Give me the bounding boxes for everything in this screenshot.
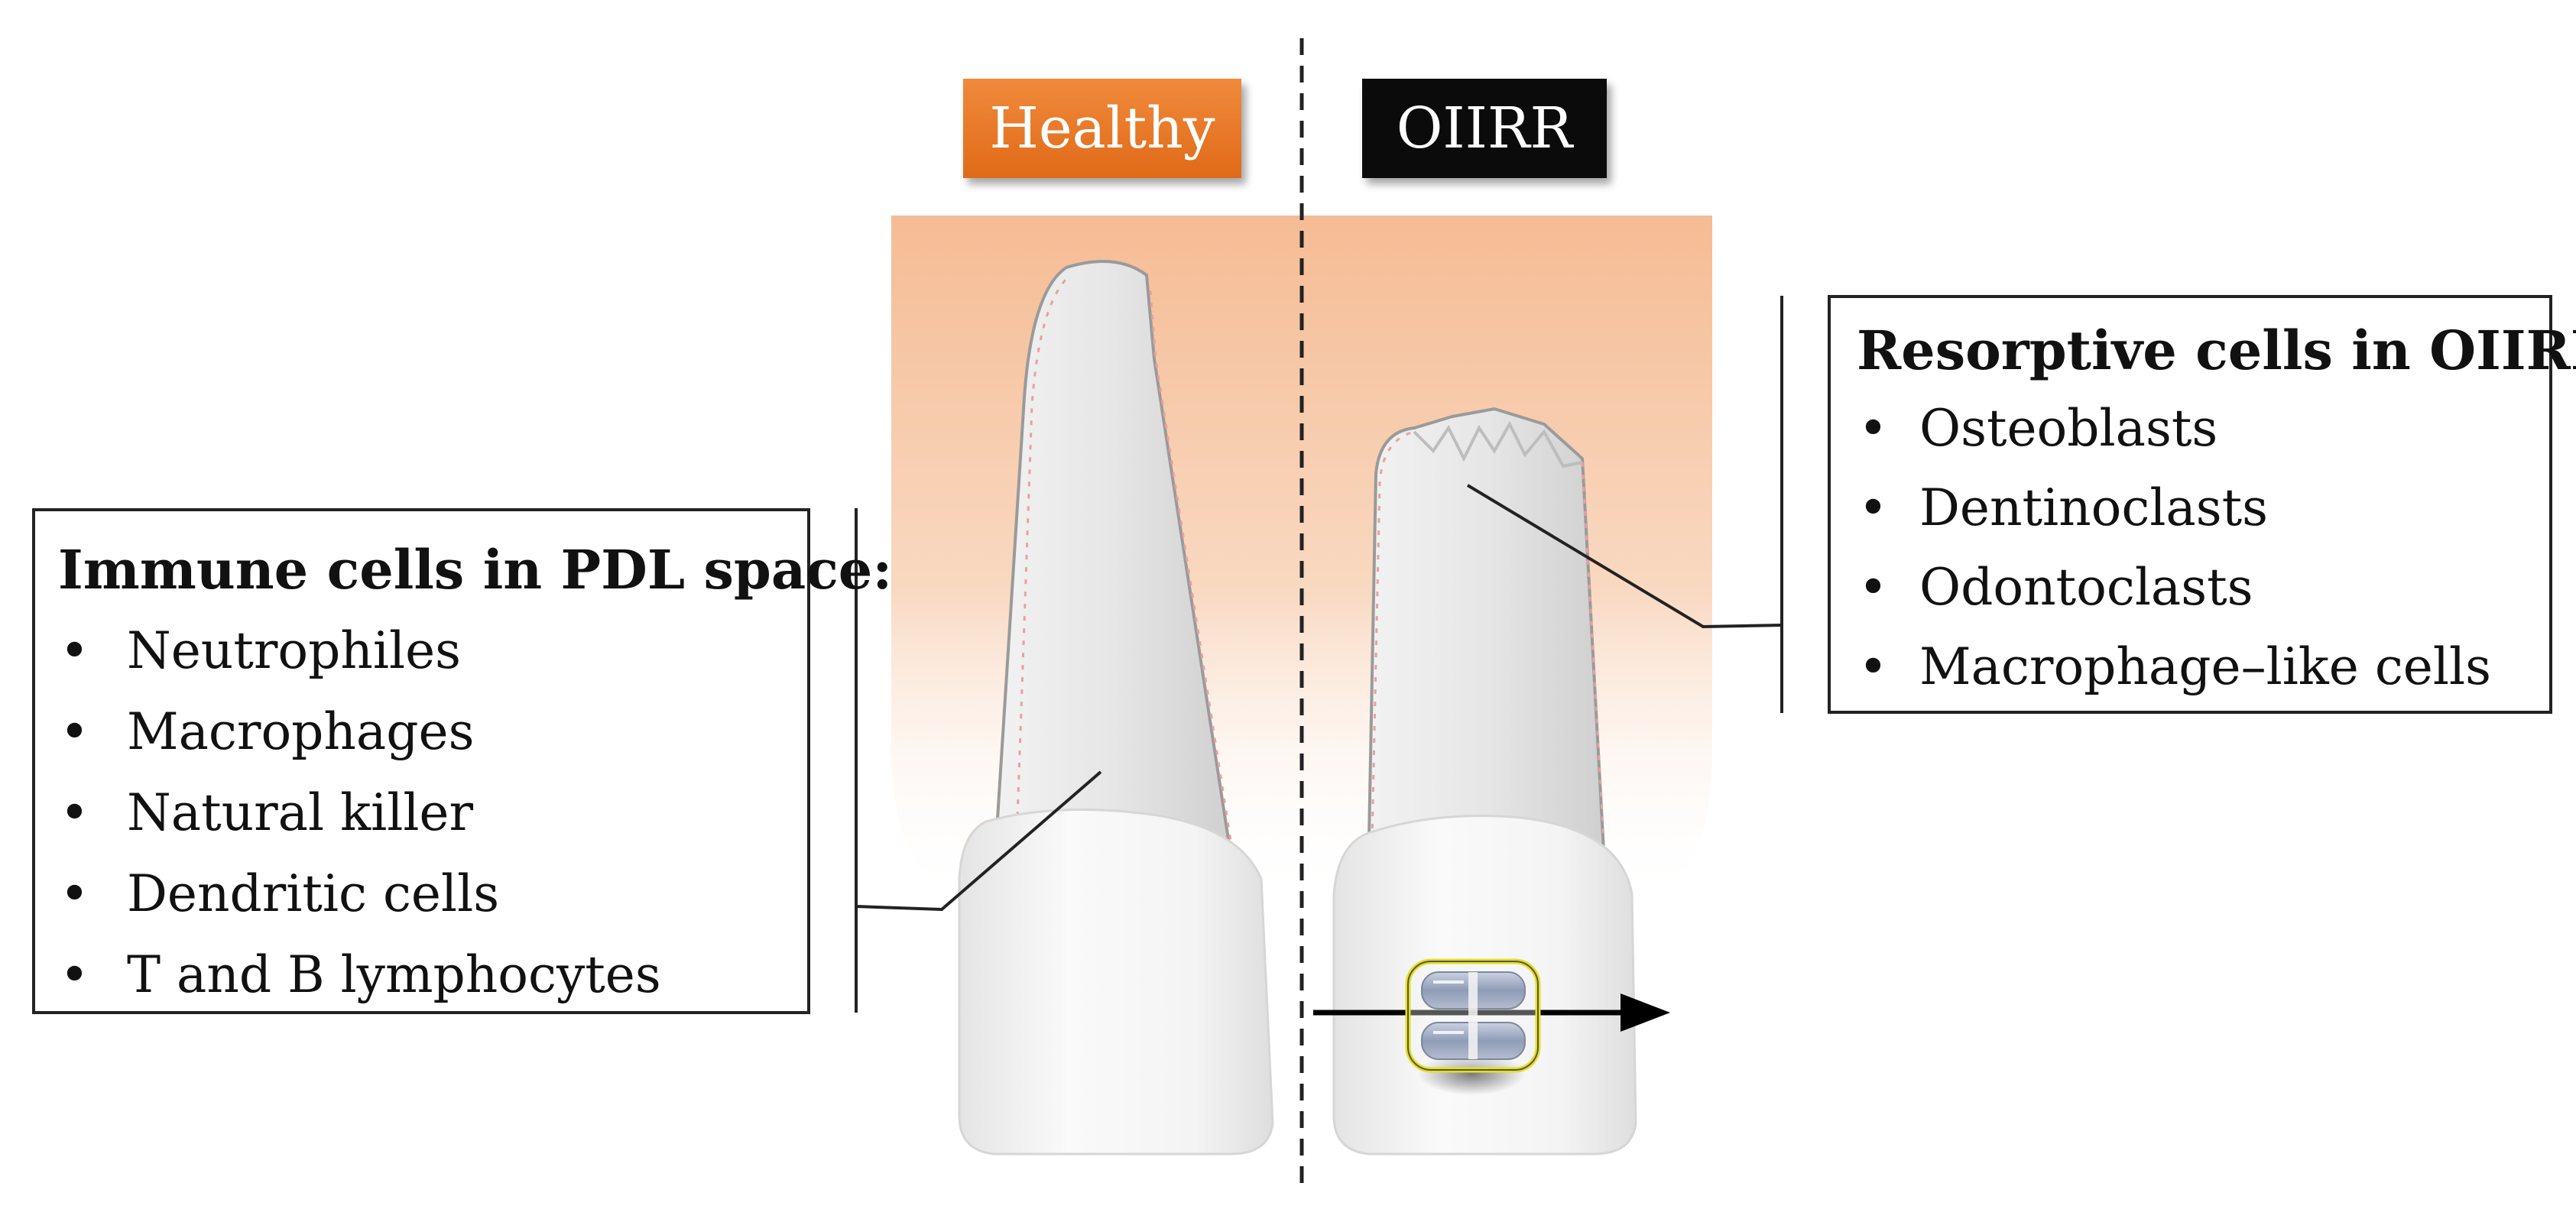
resorptive-cells-title: Resorptive cells in OIIRR: <box>1857 324 2576 378</box>
oiirr-tooth-root <box>1368 409 1605 879</box>
resorptive-cells-list: • Osteoblasts • Dentinoclasts • Odontocl… <box>1858 404 2546 721</box>
orthodontic-bracket-icon <box>1408 961 1538 1070</box>
resorptive-cells-box: Resorptive cells in OIIRR: • Osteoblasts… <box>1828 295 2552 714</box>
bullet-icon: • <box>60 788 89 838</box>
list-item: • Natural killer <box>60 788 793 869</box>
list-item-label: T and B lymphocytes <box>127 950 661 1000</box>
list-item: • Neutrophiles <box>60 626 793 707</box>
healthy-tooth-crown <box>959 809 1273 1154</box>
list-item: • Dendritic cells <box>60 869 793 950</box>
list-item-label: Natural killer <box>127 788 473 838</box>
list-item-label: Dendritic cells <box>127 869 499 919</box>
bullet-icon: • <box>60 869 89 919</box>
bullet-icon: • <box>1858 404 1888 454</box>
list-item: • Dentinoclasts <box>1858 483 2546 562</box>
bullet-icon: • <box>1858 483 1888 533</box>
list-item: • Odontoclasts <box>1858 562 2546 642</box>
healthy-label: Healthy <box>963 79 1241 178</box>
bullet-icon: • <box>60 707 89 757</box>
bullet-icon: • <box>60 950 89 1000</box>
list-item-label: Odontoclasts <box>1919 562 2253 613</box>
immune-cells-title: Immune cells in PDL space: <box>58 543 892 597</box>
list-item-label: Macrophages <box>127 707 474 757</box>
list-item-label: Macrophage–like cells <box>1919 642 2491 692</box>
list-item-label: Dentinoclasts <box>1919 483 2268 533</box>
list-item: • Macrophage–like cells <box>1858 642 2546 721</box>
bullet-icon: • <box>1858 562 1888 613</box>
bullet-icon: • <box>1858 642 1888 692</box>
list-item: • T and B lymphocytes <box>60 950 793 1031</box>
immune-cells-box: Immune cells in PDL space: • Neutrophile… <box>32 508 810 1014</box>
list-item: • Osteoblasts <box>1858 404 2546 483</box>
bullet-icon: • <box>60 626 89 676</box>
list-item-label: Osteoblasts <box>1919 404 2218 454</box>
immune-cells-list: • Neutrophiles • Macrophages • Natural k… <box>60 626 793 1031</box>
list-item: • Macrophages <box>60 707 793 788</box>
list-item-label: Neutrophiles <box>127 626 461 676</box>
oiirr-label: OIIRR <box>1362 79 1607 178</box>
